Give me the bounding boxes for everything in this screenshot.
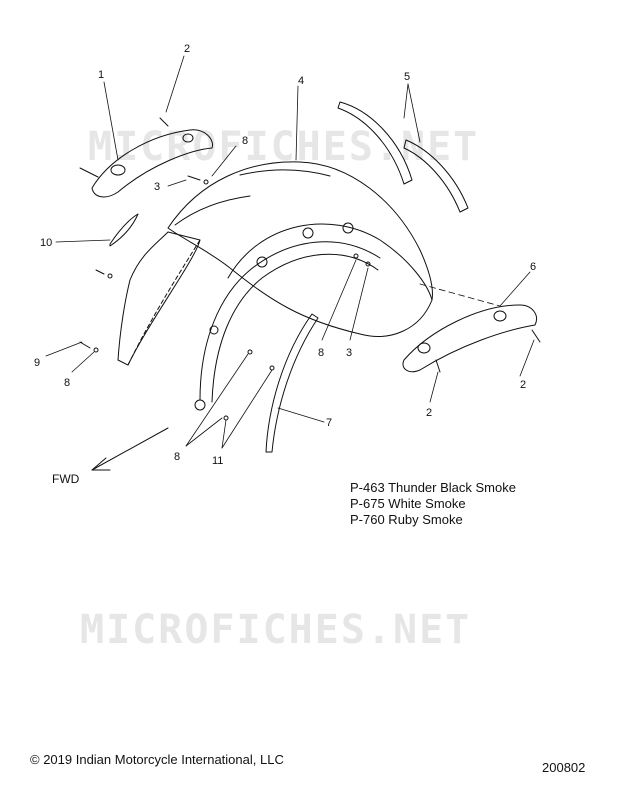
callout-6: 6 [530,261,536,273]
callout-8-bottom: 8 [174,451,180,463]
copyright-notice: © 2019 Indian Motorcycle International, … [30,752,284,767]
paint-code-item: P-675 White Smoke [350,496,466,511]
callout-5: 5 [404,71,410,83]
trim-strips [337,101,469,213]
callout-2: 2 [184,43,190,55]
trim-strip-10 [109,213,139,247]
callout-labels: 1 2 3 8 4 5 10 6 2 2 7 8 3 9 8 8 11 [34,43,536,467]
trim-strip-lower [265,313,319,453]
leader-lines [45,55,535,449]
hardware [79,175,371,421]
callout-3: 3 [154,181,160,193]
watermark-top: MICROFICHES.NET [88,124,479,170]
trim-piece-upper-left [79,117,214,198]
callout-3-center: 3 [346,347,352,359]
callout-2-right: 2 [520,379,526,391]
paint-code-item: P-760 Ruby Smoke [350,512,463,527]
trim-piece-right [402,304,541,373]
paint-code-item: P-463 Thunder Black Smoke [350,480,516,495]
callout-8-center: 8 [318,347,324,359]
callout-11: 11 [212,455,223,467]
callout-4: 4 [298,75,304,87]
callout-10: 10 [40,237,52,249]
callout-8-left: 8 [64,377,70,389]
fender-body [117,161,433,411]
callout-8: 8 [242,135,248,147]
callout-1: 1 [98,69,104,81]
fwd-label: FWD [52,472,80,486]
diagram-number: 200802 [542,760,586,775]
watermark-bottom: MICROFICHES.NET [80,607,471,653]
callout-7: 7 [326,417,332,429]
callout-2-lower: 2 [426,407,432,419]
fwd-arrow [91,427,169,471]
paint-code-list: P-463 Thunder Black Smoke P-675 White Sm… [350,480,516,528]
callout-9: 9 [34,357,40,369]
